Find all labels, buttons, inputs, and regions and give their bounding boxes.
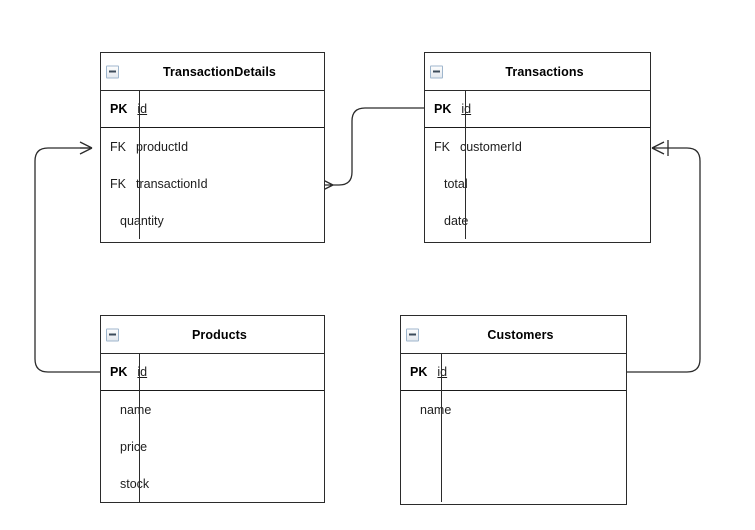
field-row-stock[interactable]: stock bbox=[101, 465, 324, 502]
field-row-transactionid[interactable]: FK transactionId bbox=[101, 165, 324, 202]
field-name: name bbox=[420, 402, 452, 417]
entity-header-transactions: Transactions bbox=[425, 53, 650, 91]
entity-transactions[interactable]: Transactions PK id FK customerId total d… bbox=[424, 52, 651, 243]
key-label: PK bbox=[110, 102, 128, 116]
collapse-minus-icon[interactable] bbox=[406, 328, 419, 341]
field-row-date[interactable]: date bbox=[425, 202, 650, 239]
edge-transactions-transactiondetails bbox=[320, 107, 424, 194]
field-row-name[interactable]: name bbox=[101, 391, 324, 428]
field-name: name bbox=[120, 402, 152, 417]
field-row-id[interactable]: PK id bbox=[101, 354, 324, 391]
key-label: FK bbox=[434, 139, 450, 154]
field-row-total[interactable]: total bbox=[425, 165, 650, 202]
key-label bbox=[401, 391, 410, 428]
key-label: PK bbox=[434, 102, 452, 116]
field-name bbox=[410, 428, 626, 465]
key-label bbox=[101, 465, 110, 502]
key-label: PK bbox=[410, 365, 428, 379]
entity-body: PK id name bbox=[401, 354, 626, 502]
key-column-divider bbox=[441, 354, 442, 502]
entity-body: PK id FK customerId total date bbox=[425, 91, 650, 239]
field-name: id bbox=[461, 102, 472, 116]
key-label: FK bbox=[110, 176, 126, 191]
field-row-id[interactable]: PK id bbox=[401, 354, 626, 391]
collapse-minus-icon[interactable] bbox=[106, 65, 119, 78]
entity-title: TransactionDetails bbox=[163, 64, 276, 79]
collapse-minus-icon[interactable] bbox=[106, 328, 119, 341]
field-name: total bbox=[444, 176, 468, 191]
key-column-divider bbox=[139, 354, 140, 502]
entity-header-customers: Customers bbox=[401, 316, 626, 354]
key-label: PK bbox=[110, 365, 128, 379]
entity-header-products: Products bbox=[101, 316, 324, 354]
key-column-divider bbox=[465, 91, 466, 239]
key-column-divider bbox=[139, 91, 140, 239]
field-row-id[interactable]: PK id bbox=[101, 91, 324, 128]
field-row-name[interactable]: name bbox=[401, 391, 626, 428]
field-name: price bbox=[120, 439, 148, 454]
entity-header-transaction-details: TransactionDetails bbox=[101, 53, 324, 91]
key-label: FK bbox=[110, 139, 126, 154]
field-row-id[interactable]: PK id bbox=[425, 91, 650, 128]
key-label bbox=[425, 165, 434, 202]
entity-title: Transactions bbox=[505, 64, 584, 79]
key-label bbox=[401, 428, 410, 465]
field-row-empty bbox=[401, 465, 626, 502]
entity-transaction-details[interactable]: TransactionDetails PK id FK productId FK… bbox=[100, 52, 325, 243]
key-label bbox=[401, 465, 410, 502]
entity-title: Customers bbox=[487, 327, 554, 342]
field-row-price[interactable]: price bbox=[101, 428, 324, 465]
field-row-customerid[interactable]: FK customerId bbox=[425, 128, 650, 165]
key-label bbox=[425, 202, 434, 239]
field-name: id bbox=[437, 365, 448, 379]
field-row-quantity[interactable]: quantity bbox=[101, 202, 324, 239]
field-name bbox=[410, 465, 626, 502]
entity-customers[interactable]: Customers PK id name bbox=[400, 315, 627, 505]
collapse-minus-icon[interactable] bbox=[430, 65, 443, 78]
key-label bbox=[101, 428, 110, 465]
field-name: productId bbox=[135, 139, 189, 154]
edge-products-transactiondetails bbox=[34, 141, 100, 373]
field-name: id bbox=[137, 365, 148, 379]
field-name: id bbox=[137, 102, 148, 116]
entity-title: Products bbox=[192, 327, 247, 342]
field-name: customerId bbox=[459, 139, 522, 154]
field-row-empty bbox=[401, 428, 626, 465]
field-name: date bbox=[444, 213, 469, 228]
key-label bbox=[101, 391, 110, 428]
entity-body: PK id FK productId FK transactionId quan… bbox=[101, 91, 324, 239]
entity-products[interactable]: Products PK id name price stock bbox=[100, 315, 325, 503]
field-name: quantity bbox=[120, 213, 164, 228]
entity-body: PK id name price stock bbox=[101, 354, 324, 502]
key-label bbox=[101, 202, 110, 239]
field-name: transactionId bbox=[135, 176, 208, 191]
field-name: stock bbox=[120, 476, 150, 491]
field-row-productid[interactable]: FK productId bbox=[101, 128, 324, 165]
